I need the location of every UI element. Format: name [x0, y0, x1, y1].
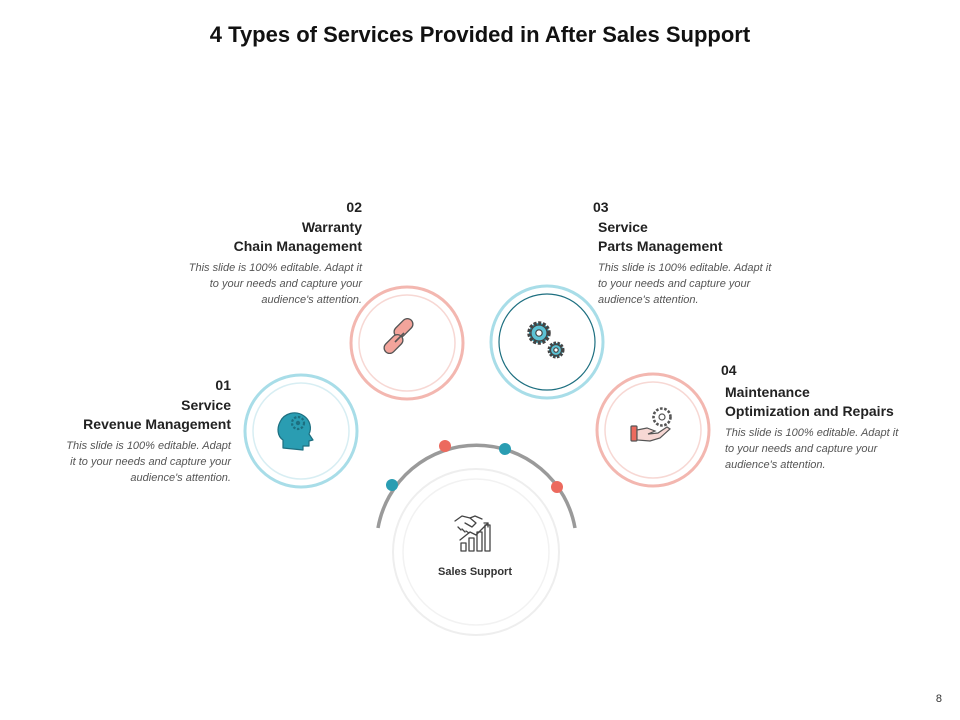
item-02-number: 02	[346, 199, 362, 215]
gears-icon	[527, 321, 565, 359]
item-03-desc-line3: audience's attention.	[598, 294, 699, 306]
item-02-circle-inner	[358, 294, 456, 392]
arc-dot-04	[551, 481, 563, 493]
slide-title: 4 Types of Services Provided in After Sa…	[209, 22, 751, 47]
item-02-desc-line2: to your needs and capture your	[209, 278, 362, 290]
center-inner-circle	[402, 478, 550, 626]
item-01-heading-line2: Revenue Management	[83, 416, 231, 432]
page-number: 8	[935, 693, 942, 705]
item-04-heading-line1: Maintenance	[725, 384, 810, 400]
item-02-desc-line3: audience's attention.	[261, 294, 362, 306]
item-01-desc-line1: This slide is 100% editable. Adapt	[66, 440, 231, 452]
item-01-description: This slide is 100% editable. Adapt it to…	[20, 438, 231, 486]
item-04-desc-line2: to your needs and capture your	[725, 443, 878, 455]
item-01-text: 01 Service Revenue Management This slide…	[20, 377, 231, 486]
chain-link-icon	[383, 317, 414, 355]
hand-gear-icon	[630, 407, 672, 442]
item-03-heading: Service Parts Management	[593, 218, 833, 256]
item-04-number: 04	[721, 362, 737, 378]
item-01-number: 01	[215, 377, 231, 393]
item-02-heading: Warranty Chain Management	[140, 218, 362, 256]
item-03-circle-inner	[498, 293, 596, 391]
arc-dot-03	[499, 443, 511, 455]
arc-dot-02	[439, 440, 451, 452]
item-02-description: This slide is 100% editable. Adapt it to…	[140, 260, 362, 308]
item-04-heading-line2: Optimization and Repairs	[725, 403, 894, 419]
item-04-description: This slide is 100% editable. Adapt it to…	[721, 425, 951, 473]
center-label: Sales Support	[438, 566, 512, 578]
item-03-heading-line2: Parts Management	[598, 238, 723, 254]
item-03-heading-line1: Service	[598, 219, 648, 235]
item-02-heading-line2: Chain Management	[233, 238, 362, 254]
item-04-heading: Maintenance Optimization and Repairs	[721, 383, 951, 421]
item-03-text: 03 Service Parts Management This slide i…	[593, 199, 833, 308]
item-02-heading-line1: Warranty	[301, 219, 362, 235]
item-03-desc-line1: This slide is 100% editable. Adapt it	[598, 262, 772, 274]
item-01-heading-line1: Service	[181, 397, 231, 413]
item-04-text: 04 Maintenance Optimization and Repairs …	[721, 362, 951, 473]
item-03-number: 03	[593, 199, 609, 215]
arc-dot-01	[386, 479, 398, 491]
handshake-growth-icon	[454, 515, 491, 552]
item-04-desc-line1: This slide is 100% editable. Adapt it	[725, 427, 899, 439]
item-01-desc-line3: audience's attention.	[130, 472, 231, 484]
item-04-desc-line3: audience's attention.	[725, 459, 826, 471]
item-02-desc-line1: This slide is 100% editable. Adapt it	[188, 262, 362, 274]
item-01-heading: Service Revenue Management	[20, 396, 231, 434]
item-03-desc-line2: to your needs and capture your	[598, 278, 751, 290]
item-03-description: This slide is 100% editable. Adapt it to…	[593, 260, 833, 308]
item-01-desc-line2: it to your needs and capture your	[70, 456, 231, 468]
item-02-text: 02 Warranty Chain Management This slide …	[140, 199, 362, 308]
head-gear-icon	[277, 412, 314, 451]
